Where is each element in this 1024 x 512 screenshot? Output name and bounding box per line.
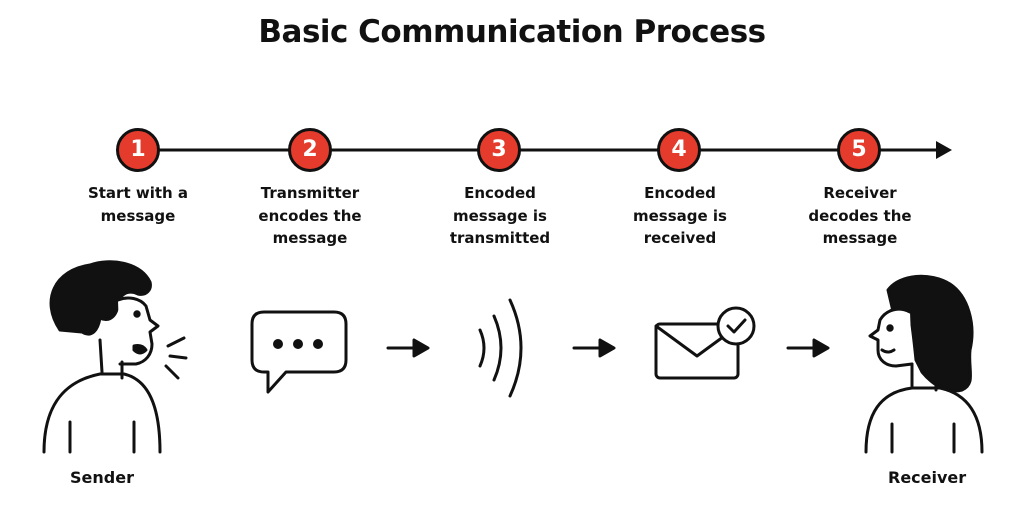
step-3-label: Encoded message is transmitted bbox=[449, 184, 551, 247]
envelope-check-icon bbox=[654, 306, 756, 380]
step-2-label: Transmitter encodes the message bbox=[258, 184, 362, 247]
step-1-label: Start with a message bbox=[87, 184, 189, 225]
step-4-number: 4 bbox=[657, 128, 701, 172]
arrow-right-icon bbox=[386, 338, 430, 358]
step-3-number: 3 bbox=[477, 128, 521, 172]
step-5-label: Receiver decodes the message bbox=[808, 184, 912, 247]
timeline-arrowhead-icon bbox=[936, 141, 952, 159]
receiver-label: Receiver bbox=[888, 468, 967, 487]
step-2-number: 2 bbox=[288, 128, 332, 172]
step-4-label: Encoded message is received bbox=[633, 184, 727, 247]
diagram-title: Basic Communication Process bbox=[258, 14, 766, 50]
arrow-right-icon bbox=[572, 338, 616, 358]
sender-person-icon bbox=[42, 260, 188, 454]
speech-bubble-icon bbox=[250, 310, 348, 394]
signal-waves-icon bbox=[478, 298, 523, 398]
sender-label: Sender bbox=[70, 468, 134, 487]
step-1-number: 1 bbox=[116, 128, 160, 172]
step-5-number: 5 bbox=[837, 128, 881, 172]
receiver-person-icon bbox=[864, 274, 984, 454]
arrow-right-icon bbox=[786, 338, 830, 358]
